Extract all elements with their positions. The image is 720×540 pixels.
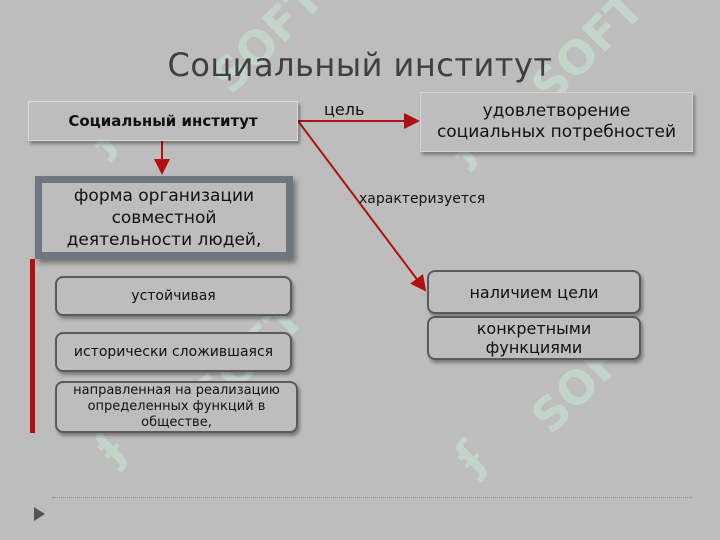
trait-label: конкретными функциями xyxy=(476,319,592,357)
slide-title: Социальный институт xyxy=(167,46,553,84)
property-stable: устойчивая xyxy=(55,276,292,316)
property-functional: направленная на реализацию определенных … xyxy=(55,381,298,433)
trait-goal: наличием цели xyxy=(427,270,641,314)
property-bracket xyxy=(30,259,35,433)
edge-label-goal: цель xyxy=(324,100,365,119)
footer-divider xyxy=(52,497,692,498)
form-box: форма организации совместной деятельност… xyxy=(35,176,293,259)
trait-label: наличием цели xyxy=(469,282,599,302)
next-slide-icon[interactable] xyxy=(34,507,45,521)
goal-box: удовлетворение социальных потребностей xyxy=(420,92,693,152)
property-label: исторически сложившаяся xyxy=(73,344,274,360)
property-historical: исторически сложившаяся xyxy=(55,332,292,372)
arrow-to-traits xyxy=(297,120,427,292)
trait-functions: конкретными функциями xyxy=(427,316,641,360)
institution-box: Социальный институт xyxy=(28,101,298,141)
institution-label: Социальный институт xyxy=(68,112,258,130)
form-label: форма организации совместной деятельност… xyxy=(66,185,262,250)
edge-label-characterized: характеризуется xyxy=(359,191,486,207)
property-label: направленная на реализацию определенных … xyxy=(73,383,280,430)
goal-label: удовлетворение социальных потребностей xyxy=(436,101,677,142)
property-label: устойчивая xyxy=(131,288,216,304)
